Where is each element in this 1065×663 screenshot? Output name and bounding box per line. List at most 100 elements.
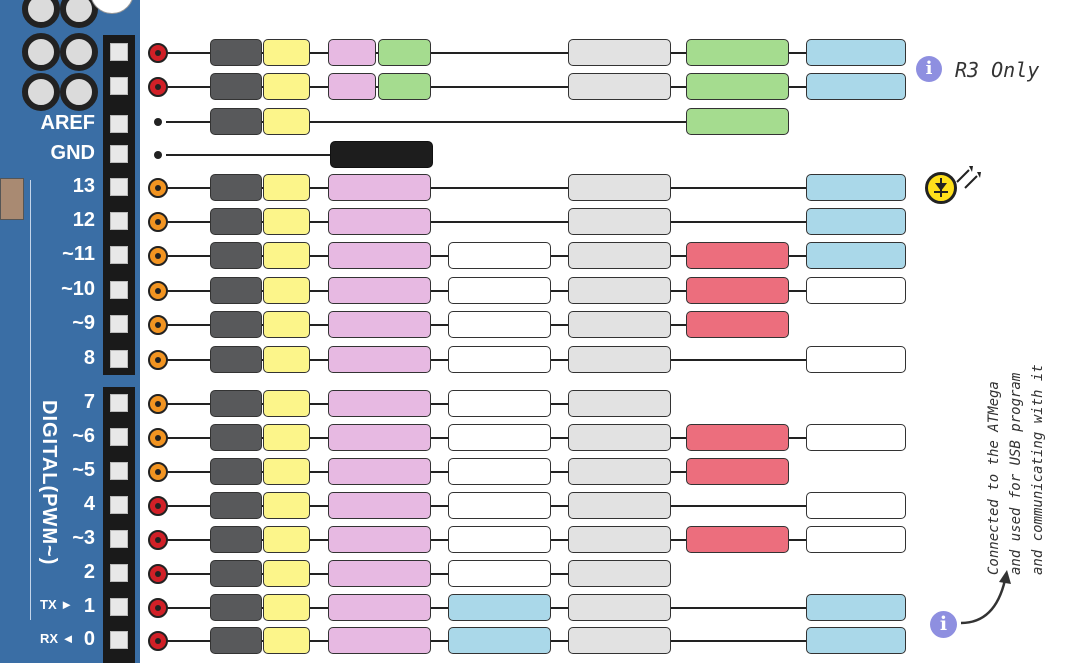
port-label [263,560,310,587]
arduino-pin-label [328,208,431,235]
header-pin-socket [110,212,128,230]
chip-pin-number [210,458,262,485]
pin-dot-center [155,185,161,191]
port-label [263,242,310,269]
function-label [448,242,551,269]
pwm-label [686,242,789,269]
header-label: GND [50,142,95,164]
header-pin-socket [110,178,128,196]
adc-label [686,108,789,135]
arduino-pin-label [328,346,431,373]
port-label [263,39,310,66]
led-rays-icon [956,166,981,189]
icsp-connector [20,0,98,111]
pin-dot-center [155,357,161,363]
comm-function-label [806,39,906,66]
chip-pin-number [210,390,262,417]
function-label [448,311,551,338]
pcint-label [568,390,671,417]
info-icon-r3: i [916,56,942,82]
port-label [263,424,310,451]
header-pin-socket [110,496,128,514]
pin-dot-center [155,605,161,611]
tx-label: TX ► [40,597,73,612]
pcint-label [568,526,671,553]
port-label [263,108,310,135]
pcint-label [568,311,671,338]
pcint-label [568,492,671,519]
header-label: ~5 [72,459,95,481]
function-label [448,560,551,587]
chip-pin-number [210,242,262,269]
port-label [263,526,310,553]
chip-pin-number [210,108,262,135]
r3-only-note: R3 Only [955,58,1040,82]
arduino-pin-label [328,311,431,338]
adc-label [686,39,789,66]
header-label: 2 [83,561,95,583]
chip-pin-number [210,311,262,338]
chip-pin-number [210,174,262,201]
comm-function-label [806,208,906,235]
header-pin-socket [110,350,128,368]
usb-note-line-3: and communicating with it [1030,364,1046,575]
comm-function-label [806,242,906,269]
chip-pin-number [210,73,262,100]
arduino-pin-label [328,174,431,201]
header-label: ~10 [61,278,95,300]
port-label [263,73,310,100]
header-label: ~6 [72,425,95,447]
pin-dot-center [155,219,161,225]
pwm-label [686,277,789,304]
pin-dot-center [155,50,161,56]
header-label: 0 [83,628,95,650]
function-label [448,458,551,485]
pin-dot-center [155,571,161,577]
arduino-pin-label [328,424,431,451]
adc-label [686,73,789,100]
chip-pin-number [210,277,262,304]
header-pin-socket [110,631,128,649]
pcint-label [568,208,671,235]
arduino-pin-label [328,73,376,100]
chip-pin-number [210,560,262,587]
arduino-pin-label [328,594,431,621]
header-label: 12 [72,209,95,231]
port-label [263,492,310,519]
header-pin-socket [110,315,128,333]
pin-dot-center [155,638,161,644]
header-pin-socket [110,564,128,582]
arduino-pin-label [328,458,431,485]
port-label [263,390,310,417]
usb-note: Connected to the ATMega and used for USB… [983,315,1049,575]
pwm-label [686,424,789,451]
pcint-label [568,627,671,654]
pin-dot-center [155,401,161,407]
comm-function-label [806,594,906,621]
header-label: 4 [83,493,95,515]
comm-function-label [806,73,906,100]
chip-pin-number [210,39,262,66]
gnd-label [330,141,433,168]
pcint-label [568,346,671,373]
header-label: ~3 [72,527,95,549]
port-label [263,594,310,621]
pin-dot-center [155,537,161,543]
pcint-label [568,560,671,587]
function-label [448,277,551,304]
tx-label-text: TX ► [40,597,74,612]
pin-dot-center [155,322,161,328]
serial-function-label [448,627,551,654]
pin-dot-center [155,288,161,294]
pwm-label [686,458,789,485]
header-pin-socket [110,462,128,480]
arduino-pin-label [328,492,431,519]
chip-pin-number [210,424,262,451]
header-pin-socket [110,428,128,446]
arduino-pin-label [328,526,431,553]
chip-pin-number [210,594,262,621]
header-label: 1 [83,595,95,617]
curved-arrow-icon [960,570,1011,625]
pcint-label [568,174,671,201]
